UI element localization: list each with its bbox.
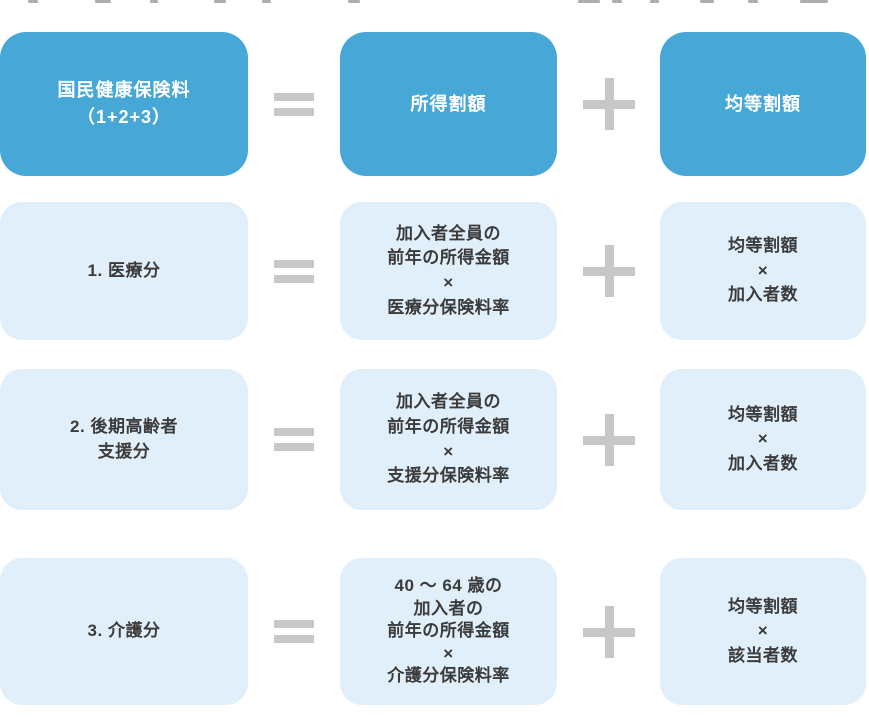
title-fragment <box>262 0 271 3</box>
plus-cell <box>557 369 660 510</box>
formula-grid: 国民健康保険料 （1+2+3） 所得割額 均等割額 1. 医療分 加入者全員の … <box>0 32 869 705</box>
care-portion-box: 3. 介護分 <box>0 558 248 705</box>
plus-icon <box>582 413 635 466</box>
income-based-amount-label: 所得割額 <box>410 93 487 114</box>
plus-icon <box>582 245 635 297</box>
medical-portion-label: 1. 医療分 <box>87 260 161 280</box>
total-premium-label: 国民健康保険料 （1+2+3） <box>57 80 191 127</box>
per-capita-amount-label: 均等割額 <box>725 93 801 114</box>
equals-cell <box>248 558 340 705</box>
support-income-formula-box: 加入者全員の 前年の所得金額 × 支援分保険料率 <box>340 369 557 510</box>
equals-cell <box>248 32 340 176</box>
income-based-amount-box: 所得割額 <box>340 32 557 176</box>
support-per-capita-formula-box: 均等割額 × 加入者数 <box>660 369 866 510</box>
equals-icon <box>274 253 314 290</box>
title-fragment <box>214 0 226 3</box>
medical-per-capita-formula-box: 均等割額 × 加入者数 <box>660 202 866 340</box>
equals-icon <box>274 86 314 123</box>
plus-icon <box>582 78 635 130</box>
plus-cell <box>557 202 660 340</box>
care-per-capita-formula-label: 均等割額 × 該当者数 <box>728 596 798 665</box>
title-fragment <box>578 0 600 3</box>
elderly-support-portion-box: 2. 後期高齢者 支援分 <box>0 369 248 510</box>
medical-income-formula-box: 加入者全員の 前年の所得金額 × 医療分保険料率 <box>340 202 557 340</box>
medical-income-formula-label: 加入者全員の 前年の所得金額 × 医療分保険料率 <box>387 223 510 317</box>
care-portion-label: 3. 介護分 <box>87 621 161 641</box>
equals-icon <box>274 613 314 650</box>
care-income-formula-box: 40 ～ 64 歳の 加入者の 前年の所得金額 × 介護分保険料率 <box>340 558 557 705</box>
support-per-capita-formula-label: 均等割額 × 加入者数 <box>728 404 798 473</box>
title-fragment <box>95 0 111 3</box>
title-fragment <box>650 0 659 3</box>
equals-icon <box>274 421 314 458</box>
title-fragment <box>28 0 38 3</box>
equals-cell <box>248 369 340 510</box>
elderly-support-portion-label: 2. 後期高齢者 支援分 <box>70 416 178 461</box>
title-fragment <box>700 0 714 3</box>
title-fragment <box>612 0 622 3</box>
plus-cell <box>557 32 660 176</box>
title-fragment <box>800 0 828 3</box>
per-capita-amount-box: 均等割額 <box>660 32 866 176</box>
total-premium-box: 国民健康保険料 （1+2+3） <box>0 32 248 176</box>
equals-cell <box>248 202 340 340</box>
care-per-capita-formula-box: 均等割額 × 該当者数 <box>660 558 866 705</box>
medical-per-capita-formula-label: 均等割額 × 加入者数 <box>728 236 798 305</box>
title-fragment <box>150 0 158 3</box>
title-fragment <box>748 0 758 3</box>
support-income-formula-label: 加入者全員の 前年の所得金額 × 支援分保険料率 <box>387 392 510 486</box>
plus-icon <box>582 605 635 658</box>
medical-portion-box: 1. 医療分 <box>0 202 248 340</box>
care-income-formula-label: 40 ～ 64 歳の 加入者の 前年の所得金額 × 介護分保険料率 <box>387 576 510 686</box>
plus-cell <box>557 558 660 705</box>
title-fragment <box>348 0 360 3</box>
